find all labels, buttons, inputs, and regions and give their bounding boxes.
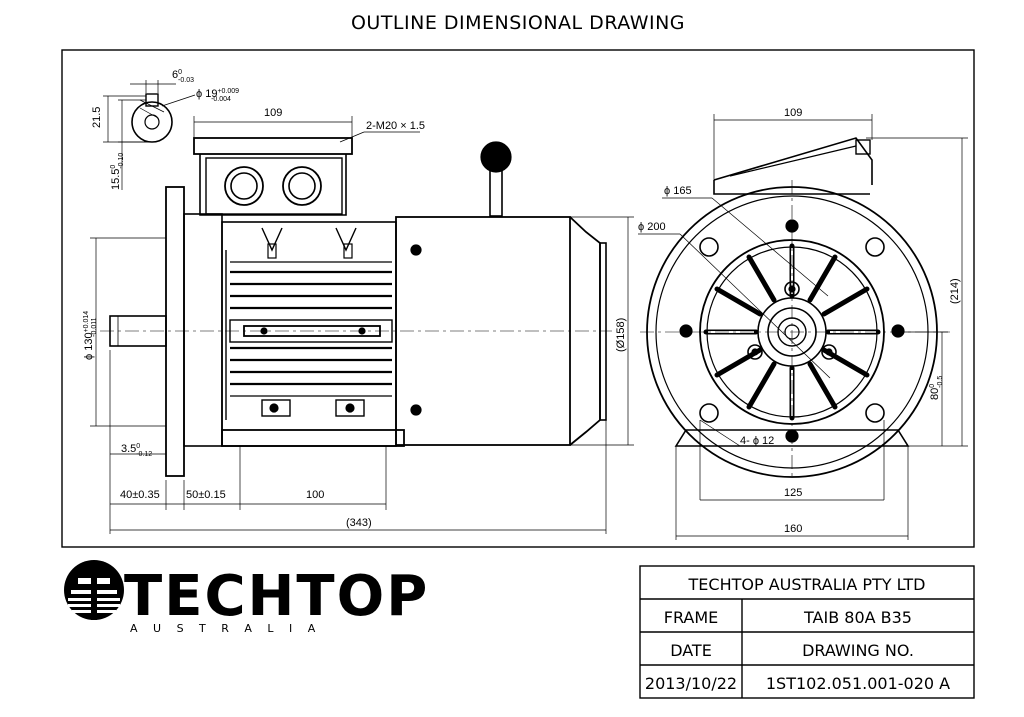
foot-spacing-label: 100 bbox=[306, 489, 324, 501]
shaft-dia-label: ϕ 19+0.009-0.004 bbox=[196, 88, 239, 103]
key-depth-label: 15.50-0.10 bbox=[110, 153, 125, 190]
title-block bbox=[639, 565, 975, 699]
foot-width-label: 160 bbox=[784, 523, 802, 535]
techtop-logo: TECHTOP A U S T R A L I A bbox=[64, 560, 429, 635]
drawing-no-label: DRAWING NO. bbox=[802, 641, 914, 660]
date-label: DATE bbox=[670, 641, 712, 660]
drawing-no-value: 1ST102.051.001-020 A bbox=[766, 674, 950, 693]
logo-tagline: A U S T R A L I A bbox=[130, 622, 321, 635]
cable-entries-label: 2-M20 × 1.5 bbox=[366, 120, 425, 132]
overall-height-label: (214) bbox=[949, 278, 961, 304]
shaft-length-label: 40±0.35 bbox=[120, 489, 160, 501]
frame-dia-label: (Ø158) bbox=[615, 318, 627, 352]
date-value: 2013/10/22 bbox=[645, 674, 737, 693]
frame-label: FRAME bbox=[664, 608, 719, 627]
shaft-height-label: 800-0.5 bbox=[929, 376, 944, 400]
motor-side-view bbox=[100, 137, 612, 477]
terminal-box-width-label: 109 bbox=[264, 107, 282, 119]
logo-mark bbox=[64, 560, 124, 620]
key-width-label: 60-0.03 bbox=[172, 69, 194, 84]
flange-thickness-label: 3.50-0.12 bbox=[121, 443, 152, 458]
end-view-dimensions bbox=[638, 114, 968, 540]
overall-length-label: (343) bbox=[346, 517, 372, 529]
frame-value: TAIB 80A B35 bbox=[803, 608, 912, 627]
key-detail bbox=[103, 80, 196, 190]
company-name: TECHTOP AUSTRALIA PTY LTD bbox=[688, 575, 926, 594]
spigot-dia-label: ϕ 130+0.014-0.011 bbox=[83, 311, 98, 360]
key-height-label: 21.5 bbox=[91, 107, 103, 128]
pcd-label: ϕ 165 bbox=[664, 185, 692, 197]
flange-dia-label: ϕ 200 bbox=[638, 221, 666, 233]
end-terminal-box-width-label: 109 bbox=[784, 107, 802, 119]
foot-hole-spacing-label: 125 bbox=[784, 487, 802, 499]
drawing-title: OUTLINE DIMENSIONAL DRAWING bbox=[350, 12, 686, 34]
drawing-border bbox=[61, 49, 975, 548]
side-view-dimensions bbox=[90, 116, 634, 534]
logo-brand: TECHTOP bbox=[124, 564, 429, 629]
shaft-to-foot-label: 50±0.15 bbox=[186, 489, 226, 501]
flange-holes-label: 4- ϕ 12 bbox=[740, 435, 774, 447]
